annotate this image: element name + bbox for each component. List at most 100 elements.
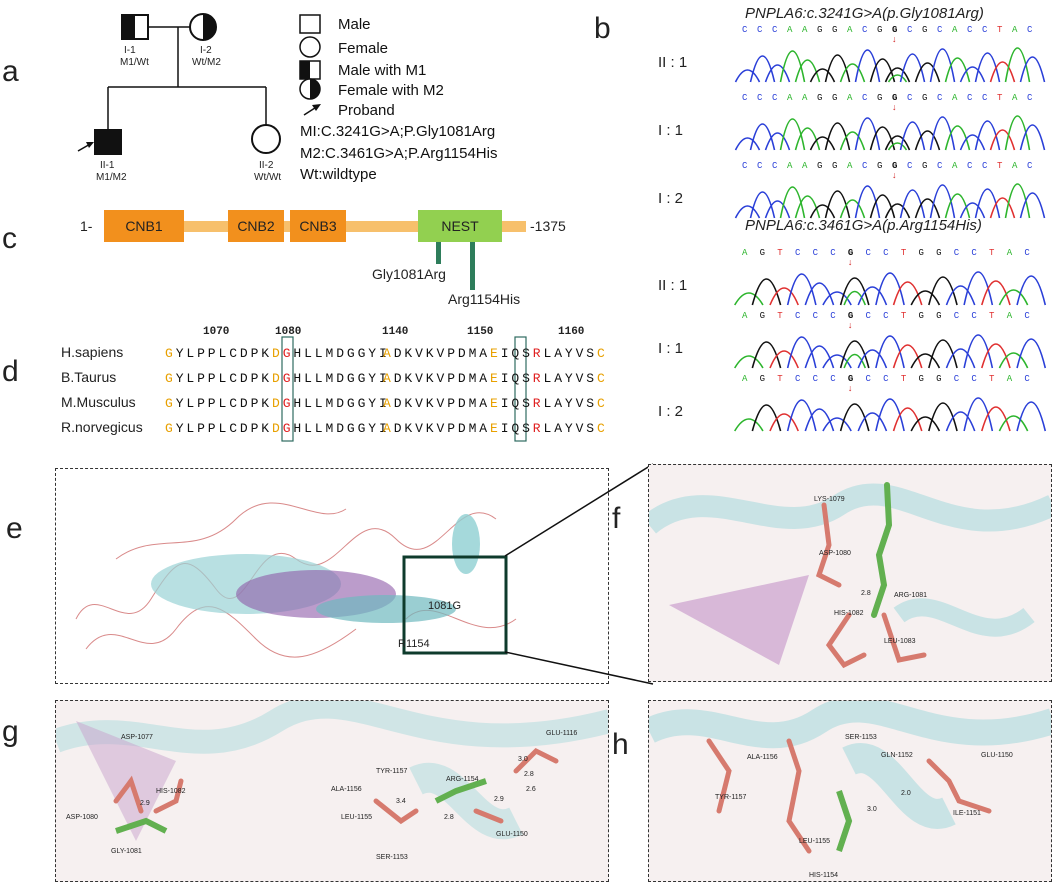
trace-peak [892, 344, 923, 369]
trace-peak [899, 189, 926, 219]
trace-peak [824, 54, 851, 83]
base-call: C [813, 248, 819, 258]
panel-label-g: g [2, 715, 19, 748]
trace-peak [945, 348, 976, 369]
base-call: G [832, 93, 837, 103]
residue: D [240, 421, 248, 436]
base-call: G [848, 248, 853, 258]
trace-peak [857, 286, 888, 306]
trace-peak [734, 69, 761, 83]
residue: P [208, 421, 216, 436]
trace-peak-mutant [843, 353, 867, 369]
residue: P [251, 396, 259, 411]
mutation-stem-2 [470, 242, 475, 290]
residue: K [404, 371, 412, 386]
base-call: C [795, 311, 801, 321]
protein-start: 1- [80, 218, 93, 234]
base-call: G [936, 374, 941, 384]
trace-peak [854, 185, 881, 219]
residue: E [490, 421, 498, 436]
base-call: A [847, 161, 853, 171]
residue: M [469, 396, 477, 411]
residue: L [219, 396, 227, 411]
trace-peak [822, 291, 852, 306]
g-his1082: HIS-1082 [156, 788, 186, 795]
residue: G [347, 371, 355, 386]
residue: D [240, 371, 248, 386]
base-call: C [1027, 161, 1033, 171]
residue: Y [368, 346, 376, 361]
trace-peak [944, 57, 971, 83]
trace-peak [809, 204, 836, 219]
base-call: G [936, 311, 941, 321]
base-call: C [772, 161, 778, 171]
base-call: C [862, 161, 868, 171]
trace-peak [769, 287, 799, 306]
mutation-arrow-icon: ↓ [892, 170, 897, 180]
structure-panel-g: ASP-1077 HIS-1082 ASP-1080 GLY-1081 GLU-… [55, 700, 609, 882]
residue: K [426, 396, 434, 411]
base-call: C [937, 93, 943, 103]
base-call: C [1024, 374, 1030, 384]
panel-label-d: d [2, 355, 19, 388]
residue: I [501, 421, 509, 436]
residue: Y [368, 371, 376, 386]
residue: D [336, 371, 344, 386]
base-call: G [760, 374, 765, 384]
residue: V [437, 371, 445, 386]
residue: D [458, 421, 466, 436]
base-call: C [937, 25, 943, 35]
base-call: G [832, 25, 837, 35]
trace-peak [945, 285, 976, 306]
trace-peak [998, 352, 1029, 369]
trace-peak [963, 397, 994, 432]
g-tyr1157: TYR-1157 [376, 768, 407, 775]
trace-peak [734, 292, 764, 306]
trace-peak [945, 411, 976, 432]
structure-panel-f: LYS-1079 ASP-1080 ARG-1081 HIS-1082 LEU-… [648, 464, 1052, 682]
residue: Y [565, 346, 573, 361]
h-d2: 3.0 [867, 806, 877, 813]
g-asp1080: ASP-1080 [66, 814, 98, 821]
trace-peak [899, 121, 926, 151]
base-call: C [982, 25, 988, 35]
residue: K [426, 421, 434, 436]
residue: K [261, 346, 269, 361]
residue: M [469, 421, 477, 436]
base-call: T [901, 248, 907, 258]
trace-peak [809, 68, 836, 83]
base-call: G [760, 248, 765, 258]
residue: Q [511, 396, 519, 411]
residue: D [240, 346, 248, 361]
residue: P [447, 421, 455, 436]
base-call: G [922, 25, 927, 35]
residue: A [383, 346, 391, 361]
residue: D [458, 346, 466, 361]
residue: G [358, 396, 366, 411]
residue: S [586, 396, 594, 411]
residue: G [283, 371, 291, 386]
sample-row-label: I : 1 [658, 340, 683, 357]
trace-peak [944, 125, 971, 151]
base-call: A [802, 25, 808, 35]
residue: Q [511, 371, 519, 386]
sample-row-label: I : 1 [658, 122, 683, 139]
base-call: G [832, 161, 837, 171]
trace-peak [839, 277, 870, 306]
trace-peak [786, 399, 817, 432]
h-gln1152: GLN-1152 [881, 752, 913, 759]
residue: L [315, 371, 323, 386]
trace-peak [824, 122, 851, 151]
label-I-2: I-2 [200, 45, 212, 56]
trace-peak [875, 335, 905, 369]
trace-peak [769, 350, 799, 369]
trace-peak [854, 117, 881, 151]
residue: L [315, 421, 323, 436]
residue: P [208, 346, 216, 361]
trace-peak [779, 50, 806, 83]
residue: V [437, 396, 445, 411]
trace-peak [928, 339, 958, 369]
residue: P [447, 371, 455, 386]
sanger-chromatograms: PNPLA6:c.3241G>A(p.Gly1081Arg) PNPLA6:c.… [658, 5, 1047, 432]
residue: A [383, 371, 391, 386]
